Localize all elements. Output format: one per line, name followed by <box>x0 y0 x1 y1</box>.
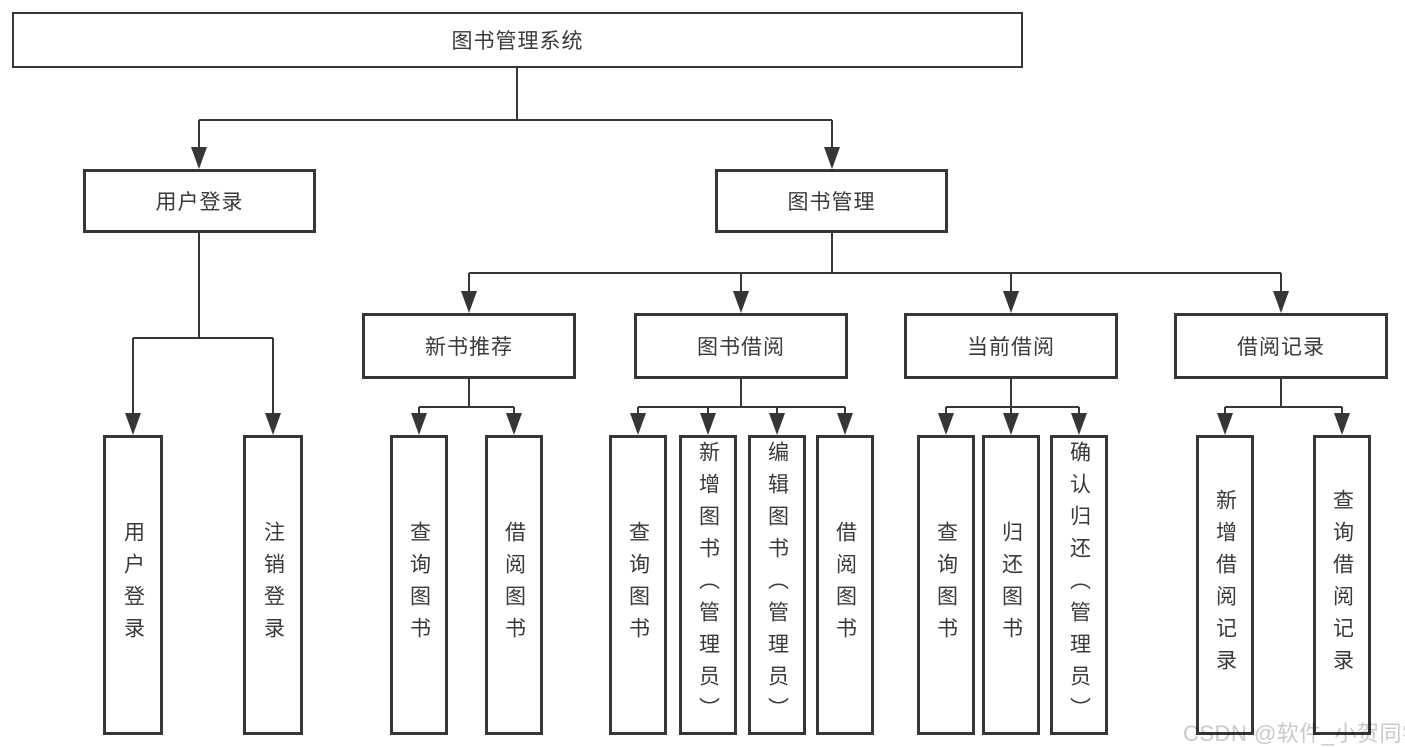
node-label: 查询借阅记录 <box>1330 489 1354 681</box>
csdn-watermark: CSDN @软件_小贺同学 <box>1183 721 1405 746</box>
node-user-login: 用户登录 <box>83 169 316 233</box>
node-current-borrow: 当前借阅 <box>904 313 1118 379</box>
node-label: 查询图书 <box>407 521 431 649</box>
leaf-query-book-3: 查询图书 <box>917 435 975 735</box>
leaf-query-borrow-record: 查询借阅记录 <box>1313 435 1371 735</box>
leaf-borrow-book-2: 借阅图书 <box>816 435 874 735</box>
node-label: 借阅图书 <box>502 521 526 649</box>
leaf-query-book-2: 查询图书 <box>609 435 667 735</box>
node-label: 图书管理 <box>787 191 876 214</box>
leaf-add-borrow-record: 新增借阅记录 <box>1196 435 1254 735</box>
node-root-system: 图书管理系统 <box>12 12 1023 68</box>
arrowheads <box>125 147 1350 435</box>
leaf-edit-book-admin: 编辑图书（管理员） <box>748 435 806 735</box>
node-label: 图书管理系统 <box>451 30 584 53</box>
node-label: 查询图书 <box>934 521 958 649</box>
node-new-book-recommend: 新书推荐 <box>362 313 576 379</box>
leaf-query-book-1: 查询图书 <box>390 435 448 735</box>
node-label: 归还图书 <box>999 521 1023 649</box>
leaf-confirm-return-admin: 确认归还（管理员） <box>1050 435 1108 735</box>
leaf-return-book: 归还图书 <box>982 435 1040 735</box>
node-label: 注销登录 <box>261 521 285 649</box>
node-label: 编辑图书（管理员） <box>765 441 789 729</box>
leaf-logout: 注销登录 <box>243 435 303 735</box>
node-label: 新增图书（管理员） <box>696 441 720 729</box>
node-book-borrow: 图书借阅 <box>634 313 848 379</box>
node-label: 图书借阅 <box>697 336 785 359</box>
node-label: 新书推荐 <box>425 336 513 359</box>
node-label: 新增借阅记录 <box>1213 489 1237 681</box>
leaf-add-book-admin: 新增图书（管理员） <box>679 435 737 735</box>
node-label: 当前借阅 <box>967 336 1055 359</box>
node-label: 确认归还（管理员） <box>1067 441 1091 729</box>
node-borrow-records: 借阅记录 <box>1174 313 1388 379</box>
leaf-user-login: 用户登录 <box>103 435 163 735</box>
node-label: 用户登录 <box>121 521 145 649</box>
node-label: 查询图书 <box>626 521 650 649</box>
node-book-management: 图书管理 <box>715 169 948 233</box>
node-label: 用户登录 <box>155 191 244 214</box>
node-label: 借阅记录 <box>1237 336 1325 359</box>
leaf-borrow-book-1: 借阅图书 <box>485 435 543 735</box>
node-label: 借阅图书 <box>833 521 857 649</box>
connector-path <box>132 68 1343 416</box>
